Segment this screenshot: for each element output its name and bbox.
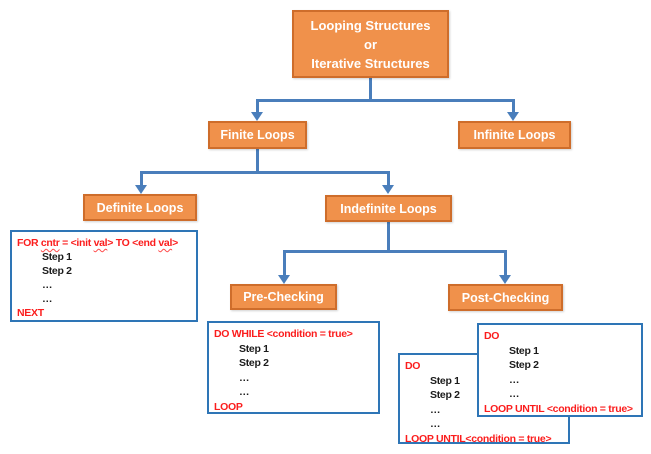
connector-level2-horizontal xyxy=(140,171,390,174)
node-label: Infinite Loops xyxy=(473,128,556,142)
arrowhead-down-icon xyxy=(278,275,290,284)
code-line: LOOP UNTIL<condition = true> xyxy=(405,432,552,444)
code-line: … xyxy=(430,403,441,416)
connector-root-stem xyxy=(369,78,372,101)
connector-to-definite xyxy=(140,171,143,185)
code-line: DO WHILE <condition = true> xyxy=(214,328,353,340)
code-line: … xyxy=(239,386,250,398)
node-root-line1: Looping Structures xyxy=(310,17,431,33)
connector-level3-horizontal xyxy=(283,250,507,253)
node-label: Pre-Checking xyxy=(243,290,324,304)
misspelled-word: cntr xyxy=(40,237,60,249)
arrowhead-down-icon xyxy=(251,112,263,121)
code-line: Step 2 xyxy=(430,389,460,401)
connector-finite-stem xyxy=(256,149,259,174)
connector-level1-horizontal xyxy=(256,99,514,102)
node-infinite-loops: Infinite Loops xyxy=(458,121,571,149)
connector-to-infinite xyxy=(512,99,515,112)
node-post-checking: Post-Checking xyxy=(448,284,563,311)
code-line: … xyxy=(430,418,441,430)
code-line: … xyxy=(509,373,520,386)
code-box-do-until-front: DO Step 1 Step 2 … … LOOP UNTIL <condition = … xyxy=(477,323,643,417)
node-root-line3: Iterative Structures xyxy=(311,55,430,71)
node-indefinite-loops: Indefinite Loops xyxy=(325,195,452,222)
code-line: Step 1 xyxy=(42,251,72,263)
code-line: DO xyxy=(484,330,500,342)
node-definite-loops: Definite Loops xyxy=(83,194,197,221)
code-line: Step 1 xyxy=(430,374,460,387)
code-line: Step 2 xyxy=(509,359,539,371)
code-box-do-while: DO WHILE <condition = true> Step 1 Step 2 …… xyxy=(207,321,380,414)
code-line: DO xyxy=(405,360,421,372)
code-line: … xyxy=(239,371,250,384)
node-label: Definite Loops xyxy=(96,200,184,215)
node-root-line2: or xyxy=(364,36,377,52)
code-line: LOOP UNTIL <condition = true> xyxy=(484,402,633,415)
code-line: Step 1 xyxy=(509,344,539,357)
misspelled-word: val xyxy=(93,237,108,249)
code-line: FOR cntr = <init val> TO <end val> xyxy=(17,237,178,249)
code-line: LOOP xyxy=(214,400,243,413)
code-line: … xyxy=(509,388,520,400)
connector-to-indefinite xyxy=(387,171,390,185)
node-label: Post-Checking xyxy=(461,290,550,305)
node-finite-loops: Finite Loops xyxy=(208,121,307,149)
code-line: … xyxy=(42,279,53,291)
misspelled-word: val xyxy=(158,237,173,249)
arrowhead-down-icon xyxy=(135,185,147,194)
arrowhead-down-icon xyxy=(507,112,519,121)
connector-indefinite-stem xyxy=(387,222,390,253)
connector-to-finite xyxy=(256,99,259,112)
code-line: … xyxy=(42,293,53,305)
node-label: Finite Loops xyxy=(220,128,295,142)
arrowhead-down-icon xyxy=(499,275,511,284)
connector-to-pre-checking xyxy=(283,250,286,275)
code-box-for-loop: FOR cntr = <init val> TO <end val> Step 1… xyxy=(10,230,198,322)
code-line: Step 2 xyxy=(239,357,269,369)
code-line: NEXT xyxy=(17,307,44,319)
arrowhead-down-icon xyxy=(382,185,394,194)
node-pre-checking: Pre-Checking xyxy=(230,284,337,310)
code-line: Step 1 xyxy=(239,342,269,355)
node-looping-structures: Looping Structures or Iterative Structur… xyxy=(292,10,449,78)
connector-to-post-checking xyxy=(504,250,507,275)
code-line: Step 2 xyxy=(42,265,72,277)
node-label: Indefinite Loops xyxy=(340,201,437,216)
